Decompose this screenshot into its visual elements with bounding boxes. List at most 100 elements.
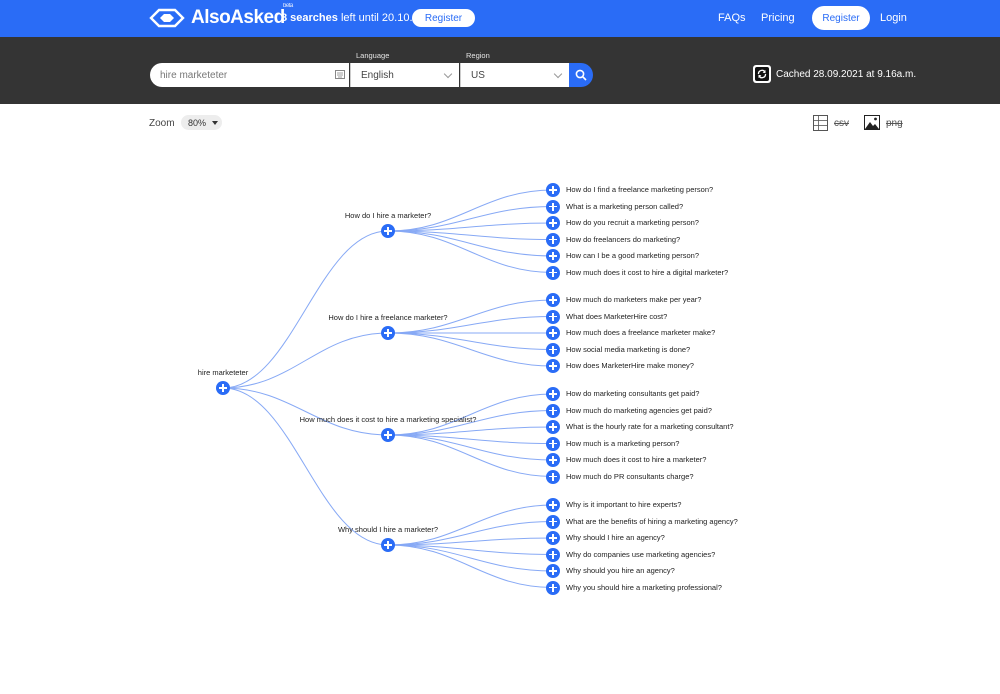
zoom-value: 80% <box>188 117 207 128</box>
tree-connector <box>387 332 554 367</box>
search-button[interactable] <box>569 63 593 87</box>
tree-connector <box>387 544 554 588</box>
png-export-link[interactable]: png <box>886 118 903 129</box>
expand-node-button[interactable] <box>546 183 560 197</box>
question-label[interactable]: How do marketing consultants get paid? <box>566 389 700 398</box>
expand-node-button[interactable] <box>546 580 560 595</box>
question-label[interactable]: Why should you hire an agency? <box>566 566 675 575</box>
tree-connector <box>222 387 389 546</box>
nav-pricing[interactable]: Pricing <box>761 12 795 24</box>
tree-connector <box>387 426 554 436</box>
tree-connector <box>387 537 554 546</box>
question-label[interactable]: How much do PR consultants charge? <box>566 471 694 481</box>
tree-connector <box>387 434 554 444</box>
expand-node-button[interactable] <box>381 224 395 238</box>
question-label[interactable]: Why should I hire an agency? <box>566 533 665 542</box>
question-label[interactable]: How do freelancers do marketing? <box>566 234 681 244</box>
question-label[interactable]: How much does a freelance marketer make? <box>566 328 716 337</box>
expand-node-button[interactable] <box>546 342 560 357</box>
tree-connector <box>387 434 554 477</box>
tree-connector <box>222 332 389 389</box>
expand-node-button[interactable] <box>381 326 395 340</box>
tree-connector <box>387 222 554 232</box>
expand-node-button[interactable] <box>381 538 395 552</box>
nav-register-button[interactable]: Register <box>812 6 870 30</box>
expand-node-button[interactable] <box>546 531 560 545</box>
expand-node-button[interactable] <box>546 216 560 230</box>
question-label[interactable]: How much do marketers make per year? <box>566 295 702 304</box>
question-label[interactable]: What does MarketerHire cost? <box>566 311 668 321</box>
register-cta-button[interactable]: Register <box>412 9 475 27</box>
question-label[interactable]: What is the hourly rate for a marketing … <box>566 422 734 431</box>
csv-export-link[interactable]: csv <box>834 118 849 129</box>
branch-question-label[interactable]: How much does it cost to hire a marketin… <box>299 415 477 424</box>
question-label[interactable]: How social media marketing is done? <box>566 344 691 354</box>
question-label[interactable]: What is a marketing person called? <box>566 201 684 211</box>
expand-node-button[interactable] <box>546 453 560 467</box>
question-label[interactable]: How does MarketerHire make money? <box>566 361 694 370</box>
caret-down-icon <box>212 121 218 125</box>
question-label[interactable]: What are the benefits of hiring a market… <box>566 516 738 526</box>
tree-connector <box>387 544 554 555</box>
nav-login[interactable]: Login <box>880 12 907 24</box>
question-label[interactable]: How do you recruit a marketing person? <box>566 218 699 227</box>
branch-question-label[interactable]: Why should I hire a marketer? <box>337 525 439 534</box>
tree-connector <box>387 230 554 240</box>
expand-node-button[interactable] <box>546 293 560 307</box>
expand-node-button[interactable] <box>546 359 560 373</box>
expand-node-button[interactable] <box>546 265 560 280</box>
question-label[interactable]: How much does it cost to hire a digital … <box>566 267 729 277</box>
expand-node-button[interactable] <box>546 326 560 340</box>
question-label[interactable]: Why do companies use marketing agencies? <box>566 549 716 559</box>
expand-node-button[interactable] <box>546 469 560 484</box>
expand-node-button[interactable] <box>546 514 560 529</box>
root-query-label: hire marketeter <box>197 368 249 377</box>
branch-question-label[interactable]: How do I hire a freelance marketer? <box>328 313 448 322</box>
branch-question-label[interactable]: How do I hire a marketer? <box>344 211 432 220</box>
language-select[interactable]: English <box>350 63 459 87</box>
search-icon <box>575 69 587 81</box>
question-label[interactable]: How much do marketing agencies get paid? <box>566 405 712 415</box>
region-label: Region <box>466 51 490 60</box>
tree-connector <box>387 332 554 350</box>
expand-node-button[interactable] <box>381 428 395 442</box>
expand-node-button[interactable] <box>546 498 560 512</box>
expand-node-button[interactable] <box>546 387 560 401</box>
expand-node-button[interactable] <box>546 547 560 562</box>
zoom-label: Zoom <box>149 118 175 129</box>
question-label[interactable]: How much does it cost to hire a marketer… <box>566 455 707 464</box>
tree-connector <box>387 434 554 461</box>
question-label[interactable]: How do I find a freelance marketing pers… <box>566 185 714 194</box>
refresh-icon[interactable] <box>753 65 771 83</box>
expand-node-button[interactable] <box>546 436 560 451</box>
keyboard-icon[interactable] <box>335 70 345 79</box>
tree-connector <box>387 230 554 273</box>
expand-node-button[interactable] <box>546 403 560 418</box>
tree-connector <box>222 230 389 389</box>
expand-node-button[interactable] <box>546 420 560 434</box>
expand-node-button[interactable] <box>546 309 560 324</box>
expand-node-button[interactable] <box>546 249 560 263</box>
region-select[interactable]: US <box>460 63 569 87</box>
nav-faqs[interactable]: FAQs <box>718 12 746 24</box>
language-label: Language <box>356 51 390 60</box>
question-label[interactable]: How can I be a good marketing person? <box>566 251 699 260</box>
question-label[interactable]: Why is it important to hire experts? <box>566 500 682 509</box>
search-input[interactable]: hire marketeter <box>150 63 349 87</box>
expand-node-button[interactable] <box>546 232 560 247</box>
expand-node-root-button[interactable] <box>216 381 230 395</box>
zoom-select[interactable]: 80% <box>181 115 222 130</box>
language-value: English <box>361 69 394 81</box>
beta-badge: beta <box>283 3 293 9</box>
expand-node-button[interactable] <box>546 564 560 578</box>
question-label[interactable]: How much is a marketing person? <box>566 438 680 448</box>
image-icon[interactable] <box>864 115 880 130</box>
question-label[interactable]: Why you should hire a marketing professi… <box>566 582 722 592</box>
csv-icon[interactable] <box>813 115 828 131</box>
expand-node-button[interactable] <box>546 199 560 214</box>
tree-connector <box>387 230 554 257</box>
